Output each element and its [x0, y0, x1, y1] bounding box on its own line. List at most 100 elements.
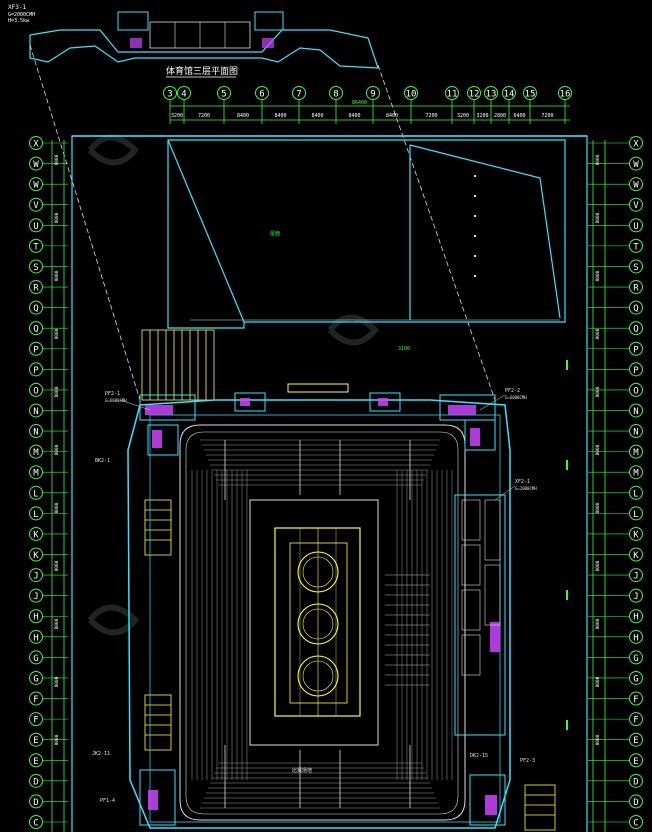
- svg-text:C: C: [633, 819, 638, 829]
- side-axis-lines: [51, 140, 606, 832]
- svg-text:10: 10: [406, 90, 417, 100]
- inset-top-label: XF3-1: [8, 4, 26, 11]
- side-dim-value: 8000: [595, 560, 601, 571]
- svg-text:P: P: [633, 345, 639, 355]
- side-dim-value: 8000: [54, 212, 60, 223]
- side-dim-value: 8000: [595, 270, 601, 281]
- side-dim-value: 8000: [595, 154, 601, 165]
- svg-text:N: N: [33, 428, 38, 438]
- svg-text:S: S: [633, 263, 638, 273]
- svg-text:N: N: [633, 428, 638, 438]
- top-axis-4: 4: [177, 86, 191, 100]
- inset-top-sub2: H=3.5kw: [8, 18, 30, 24]
- svg-text:L: L: [33, 489, 38, 499]
- court: [249, 499, 379, 746]
- svg-text:L: L: [633, 510, 638, 520]
- top-dim-value: 3200: [476, 113, 488, 119]
- right-rooms-interior: [461, 499, 501, 676]
- left-side-axis-C: C: [29, 815, 43, 829]
- xf2-1-label: XF2-1: [515, 479, 530, 485]
- seating-rows: [191, 439, 453, 809]
- svg-text:N: N: [33, 407, 38, 417]
- svg-text:V: V: [633, 201, 639, 211]
- side-dim-value: 8000: [54, 618, 60, 629]
- top-dim-value: 8400: [348, 113, 360, 119]
- svg-text:8: 8: [333, 90, 338, 100]
- right-side-axis-P: P: [629, 341, 643, 356]
- svg-text:P: P: [633, 366, 639, 376]
- right-side-axis-W: W: [629, 156, 643, 171]
- main-outline: [71, 135, 588, 832]
- side-dim-value: 8000: [595, 502, 601, 513]
- svg-text:J: J: [633, 572, 638, 582]
- svg-text:Q: Q: [33, 325, 38, 335]
- inset-top-sub: G=2000CMH: [8, 12, 35, 18]
- side-dim-value: 8000: [595, 734, 601, 745]
- pf2-1-sub: G=6000CMH: [105, 398, 127, 403]
- svg-text:F: F: [33, 695, 38, 705]
- svg-text:W: W: [633, 181, 639, 191]
- left-side-axis-P-prime: P: [29, 362, 43, 377]
- svg-text:J: J: [33, 572, 38, 582]
- svg-text:7: 7: [296, 90, 301, 100]
- right-side-axis-P-prime: P: [629, 362, 643, 377]
- right-side-axis-O: O: [629, 382, 643, 397]
- svg-text:N: N: [633, 407, 638, 417]
- right-side-axis-Q: Q: [629, 300, 643, 315]
- left-side-axis-D-prime: D: [29, 794, 43, 809]
- svg-text:P: P: [33, 366, 39, 376]
- svg-text:R: R: [633, 284, 639, 294]
- right-side-axis-T: T: [629, 238, 643, 253]
- left-side-axis-E: E: [29, 732, 43, 747]
- right-side-axis-L-prime: L: [629, 506, 643, 521]
- top-dim-value: 8400: [237, 113, 249, 119]
- equipment-callouts: PF2-1 G=6000CMH PF2-2 G=6000CMH XF2-1 G=…: [92, 388, 537, 804]
- svg-text:K: K: [33, 551, 39, 561]
- right-side-axis-K-prime: K: [629, 547, 643, 562]
- side-dim-value: 8000: [54, 270, 60, 281]
- right-side-axis-Q-prime: Q: [629, 321, 643, 336]
- left-side-axis-F-prime: F: [29, 712, 43, 727]
- left-side-axis-M-prime: M: [29, 465, 43, 480]
- svg-text:O: O: [633, 386, 638, 396]
- top-dim-value: 7200: [425, 113, 437, 119]
- vertical-labels: [566, 360, 568, 730]
- right-side-axis-J: J: [629, 568, 643, 583]
- arena-outer: [127, 399, 511, 829]
- left-side-axis-E-prime: E: [29, 753, 43, 768]
- svg-text:12: 12: [469, 90, 480, 100]
- svg-text:W: W: [33, 181, 39, 191]
- svg-text:W: W: [633, 160, 639, 170]
- left-side-axis-V: V: [29, 197, 43, 212]
- top-axis-13: 13: [484, 86, 498, 100]
- inset-plan: XF3-1 G=2000CMH H=3.5kw 体育馆三层平面图: [8, 4, 379, 78]
- top-axis-3: 3: [163, 86, 177, 100]
- svg-text:14: 14: [504, 90, 515, 100]
- right-side-axis-L: L: [629, 485, 643, 500]
- svg-text:H: H: [633, 633, 638, 643]
- svg-text:C: C: [33, 819, 38, 829]
- left-side-axis-U: U: [29, 218, 43, 233]
- svg-text:X: X: [633, 140, 639, 150]
- top-axis-6: 6: [255, 86, 269, 100]
- svg-text:J: J: [633, 592, 638, 602]
- svg-text:F: F: [633, 695, 638, 705]
- svg-text:T: T: [33, 242, 39, 252]
- pf2-1-label: PF2-1: [105, 391, 120, 397]
- right-side-axis-K: K: [629, 526, 643, 541]
- svg-text:M: M: [633, 448, 639, 458]
- right-side-axis-R: R: [629, 280, 643, 295]
- hall-area-label: 3100: [398, 346, 410, 352]
- side-dim-value: 8000: [54, 154, 60, 165]
- inset-title: 体育馆三层平面图: [166, 65, 238, 77]
- right-side-axis-W-prime: W: [629, 177, 643, 192]
- side-dim-value: 8000: [54, 676, 60, 687]
- svg-text:D: D: [33, 777, 38, 787]
- svg-text:E: E: [33, 736, 38, 746]
- right-side-axis-J-prime: J: [629, 588, 643, 603]
- pf2-3-label: PF2-3: [520, 758, 535, 764]
- top-dim-value: 7200: [541, 113, 553, 119]
- right-side-axis-E: E: [629, 732, 643, 747]
